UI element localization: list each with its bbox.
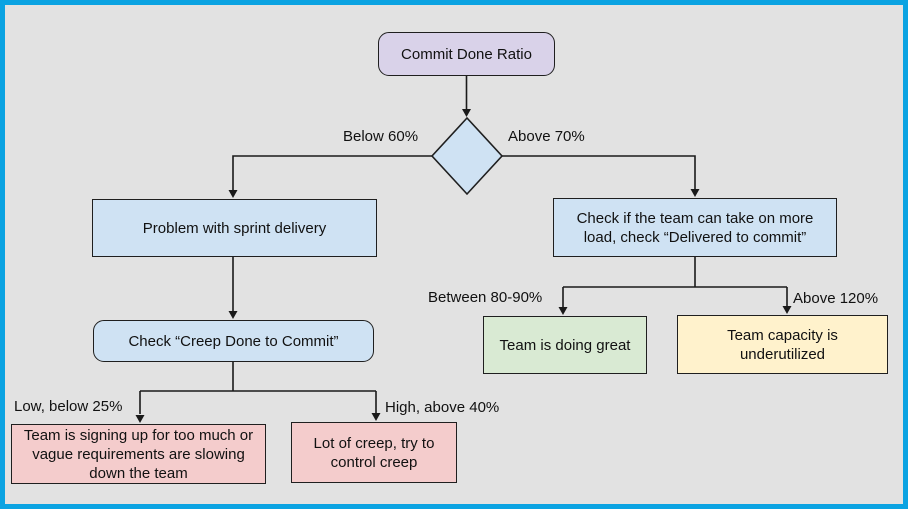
node-team-doing-great: Team is doing great	[483, 316, 647, 374]
arrowhead-into-check-load	[690, 189, 700, 197]
edge-label-above-120: Above 120%	[793, 290, 879, 307]
node-check-team-load: Check if the team can take on more load,…	[553, 198, 837, 257]
arrowhead-into-underutilized	[782, 306, 792, 314]
edge-label-below-60: Below 60%	[343, 128, 419, 145]
arrowhead-into-problem	[228, 190, 238, 198]
node-lot-of-creep: Lot of creep, try to control creep	[291, 422, 457, 483]
edge-check-creep-branch	[139, 362, 377, 414]
node-problem-sprint-delivery: Problem with sprint delivery	[92, 199, 377, 257]
edge-label-between-80-90: Between 80-90%	[428, 289, 543, 306]
decision-diamond	[430, 116, 504, 196]
node-commit-done-ratio: Commit Done Ratio	[378, 32, 555, 76]
edge-check-load-branch	[562, 257, 788, 307]
arrowhead-into-too-much	[135, 415, 145, 423]
arrowhead-into-lot-of-creep	[371, 413, 381, 421]
arrowhead-into-check-creep	[228, 311, 238, 319]
node-team-capacity-underutilized: Team capacity is underutilized	[677, 315, 888, 374]
arrowhead-into-diamond	[462, 109, 471, 117]
arrowhead-into-doing-great	[558, 307, 568, 315]
edge-label-above-70: Above 70%	[508, 128, 585, 145]
node-signing-up-too-much: Team is signing up for too much or vague…	[11, 424, 266, 484]
node-check-creep-done-to-commit: Check “Creep Done to Commit”	[93, 320, 374, 362]
edge-label-high-above-40: High, above 40%	[385, 399, 500, 416]
edge-diamond-to-check-load	[502, 155, 696, 189]
edge-label-low-below-25: Low, below 25%	[14, 398, 123, 415]
edge-diamond-to-problem	[232, 155, 432, 190]
